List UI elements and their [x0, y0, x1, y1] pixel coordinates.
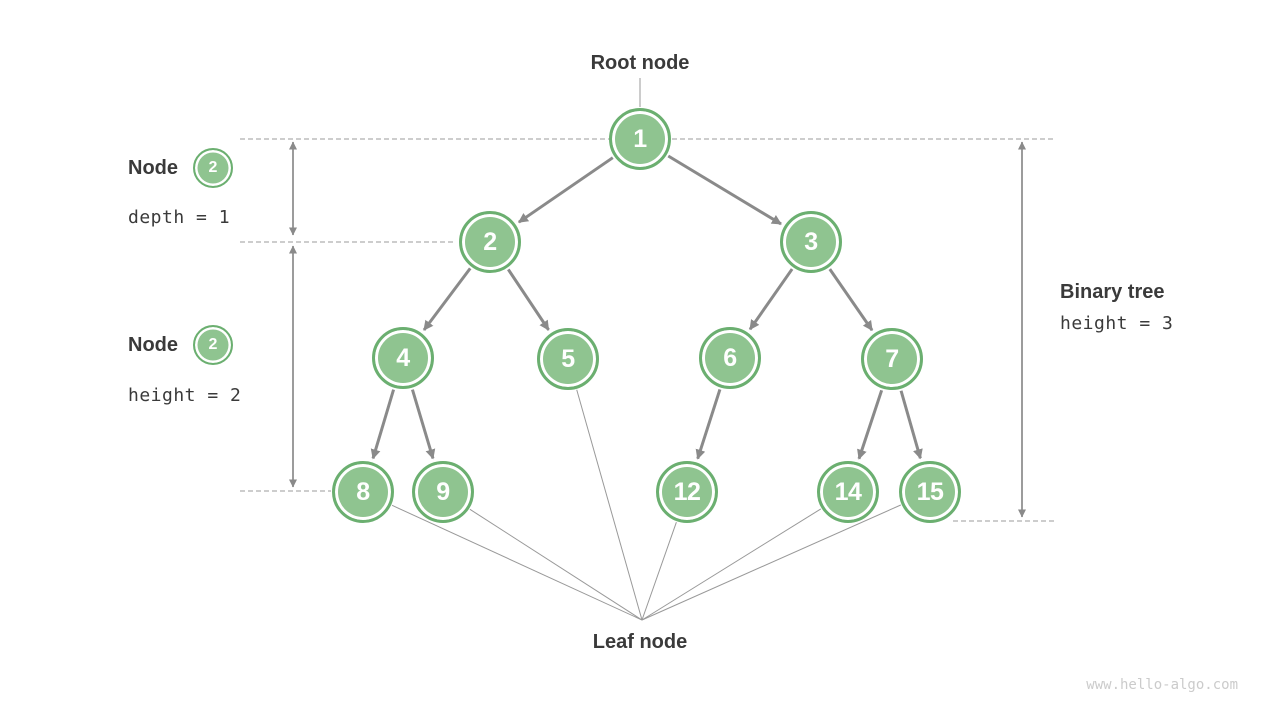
root-node-label: Root node: [590, 52, 690, 74]
leaf-pointer-line: [641, 522, 677, 621]
watermark: www.hello-algo.com: [1086, 677, 1238, 693]
node-depth-detail: depth = 1: [128, 207, 231, 228]
pointer-lines-group: [391, 78, 901, 621]
edge-arrow: [748, 268, 794, 331]
leaf-pointer-line: [391, 504, 643, 621]
edge-arrow: [507, 268, 550, 331]
tree-height-detail: height = 3: [1060, 313, 1174, 334]
leaf-pointer-line: [641, 504, 901, 621]
tree-height-annotation: Binary tree height = 3: [1060, 281, 1173, 334]
tree-node-6: 6: [699, 327, 761, 389]
tree-edges-group: [370, 154, 923, 460]
node-depth-annotation: Node 2: [128, 148, 233, 188]
leaf-pointer-line: [641, 508, 822, 621]
tree-node-15: 15: [899, 461, 961, 523]
edge-arrow: [411, 389, 436, 460]
edge-arrow: [857, 389, 884, 460]
edge-arrow: [370, 389, 395, 460]
leaf-pointer-line: [576, 389, 643, 621]
edge-arrow: [899, 390, 923, 460]
leaf-node-label: Leaf node: [592, 631, 688, 653]
tree-height-title: Binary tree: [1060, 281, 1165, 303]
node-height-detail: height = 2: [128, 385, 242, 406]
tree-node-2: 2: [459, 211, 521, 273]
tree-node-12: 12: [656, 461, 718, 523]
node-height-title: Node: [128, 333, 178, 356]
edge-arrow: [828, 268, 874, 332]
tree-node-8: 8: [332, 461, 394, 523]
edge-arrow: [518, 156, 614, 224]
node-height-annotation: Node 2: [128, 325, 233, 365]
tree-node-1: 1: [609, 108, 671, 170]
measure-arrows-group: [289, 141, 1026, 518]
tree-node-14: 14: [817, 461, 879, 523]
node-depth-title: Node: [128, 156, 178, 179]
tree-node-5: 5: [537, 328, 599, 390]
node-height-badge: 2: [193, 325, 233, 365]
leaf-pointer-line: [469, 508, 643, 621]
edge-arrow: [667, 154, 782, 226]
node-depth-badge: 2: [193, 148, 233, 188]
tree-node-7: 7: [861, 328, 923, 390]
edge-arrow: [695, 388, 722, 460]
tree-node-9: 9: [412, 461, 474, 523]
tree-node-4: 4: [372, 327, 434, 389]
tree-node-3: 3: [780, 211, 842, 273]
edge-arrow: [422, 267, 472, 331]
